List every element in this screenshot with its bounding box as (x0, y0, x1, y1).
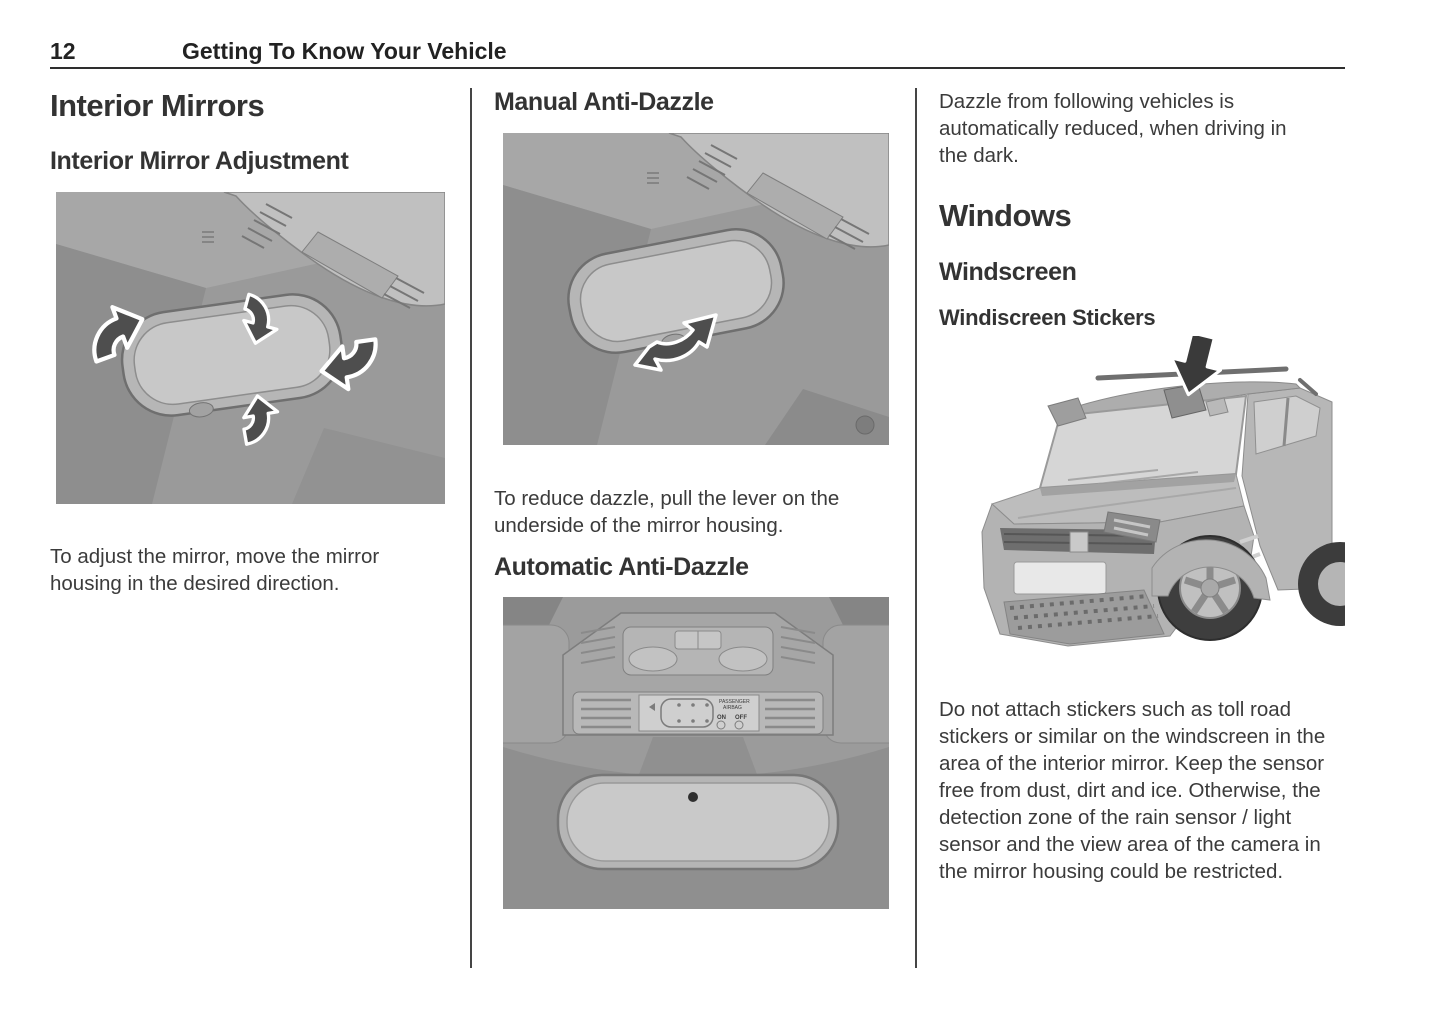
interior-mirror-graphic (567, 227, 785, 355)
airbag-label-panel-graphic (638, 694, 760, 732)
overhead-console-graphic (202, 192, 445, 309)
brand-emblem-graphic (1069, 531, 1089, 553)
overhead-console-graphic: PASSENGER AIRBAG ON OFF (562, 612, 834, 736)
page-number: 12 (50, 38, 76, 64)
car-graphic (981, 366, 1345, 647)
lever-arrow-icon (633, 313, 718, 372)
section-heading-windows: Windows (939, 198, 1072, 233)
figure-automatic-anti-dazzle: PASSENGER AIRBAG ON OFF (503, 597, 889, 909)
airbag-label-line1: PASSENGER (719, 699, 750, 705)
airbag-label-line2: AIRBAG (723, 705, 742, 711)
chapter-title: Getting To Know Your Vehicle (182, 38, 507, 64)
subheading-windscreen-stickers: Windiscreen Stickers (939, 305, 1156, 330)
airbag-off-label: OFF (735, 715, 747, 721)
interior-mirror-graphic (120, 293, 344, 418)
car-top-view-glyph (660, 698, 714, 728)
automatic-anti-dazzle-illustration: PASSENGER AIRBAG ON OFF (503, 597, 889, 909)
manual-anti-dazzle-illustration (503, 133, 889, 445)
body-auto-dazzle-intro: Dazzle from following vehicles is automa… (939, 90, 1287, 167)
light-sensor-dot (688, 792, 698, 802)
header-rule (50, 67, 1345, 69)
subheading-automatic-anti-dazzle: Automatic Anti-Dazzle (494, 553, 749, 581)
subheading-interior-mirror-adjustment: Interior Mirror Adjustment (50, 147, 349, 175)
auto-dim-mirror-graphic (556, 773, 840, 871)
column-divider-left (470, 88, 472, 968)
body-interior-mirror-adjustment: To adjust the mirror, move the mirror ho… (50, 545, 380, 595)
license-plate-graphic (1013, 561, 1107, 595)
airbag-on-label: ON (717, 715, 726, 721)
sun-visor-left-graphic (503, 624, 570, 744)
figure-interior-mirror-adjustment (56, 192, 445, 504)
body-windscreen-stickers: Do not attach stickers such as toll road… (939, 698, 1326, 883)
buckle-glyph (649, 703, 655, 711)
windscreen-stickers-car-illustration (948, 336, 1345, 662)
subheading-manual-anti-dazzle: Manual Anti-Dazzle (494, 88, 714, 116)
interior-mirror-adjustment-illustration (56, 192, 445, 504)
figure-manual-anti-dazzle (503, 133, 889, 445)
side-mirror-graphic (1047, 397, 1087, 427)
overhead-console-graphic (647, 133, 889, 250)
body-manual-anti-dazzle: To reduce dazzle, pull the lever on the … (494, 487, 840, 537)
column-divider-right (915, 88, 917, 968)
figure-windscreen-stickers (948, 336, 1345, 662)
section-heading-interior-mirrors: Interior Mirrors (50, 88, 265, 123)
subheading-windscreen: Windscreen (939, 258, 1077, 286)
